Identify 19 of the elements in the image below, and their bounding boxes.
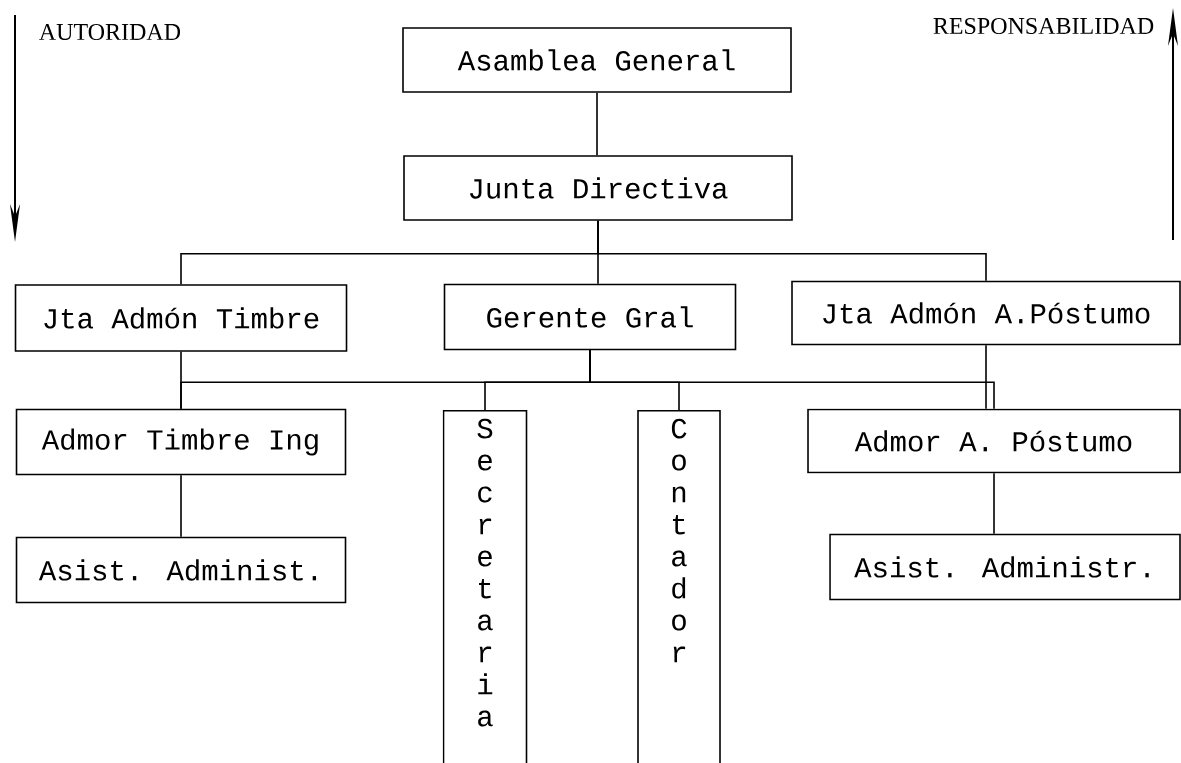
direction-label: AUTORIDAD <box>39 23 181 41</box>
org-box: Admor Timbre Ing <box>15 408 347 476</box>
org-box: Junta Directiva <box>403 155 793 221</box>
vertical-box: Secretaria <box>442 410 528 763</box>
connector-line <box>596 92 598 156</box>
direction-label: RESPONSABILIDAD <box>933 17 1154 35</box>
connector-line <box>180 474 182 538</box>
connector-line <box>993 472 995 535</box>
connector-line <box>589 349 995 410</box>
connector-line <box>597 220 987 282</box>
org-box: Admor A. Póstumo <box>807 408 1181 474</box>
org-box: Asist. Administ. <box>15 536 347 604</box>
vertical-box: Contador <box>637 410 721 763</box>
connector-line <box>985 344 987 410</box>
org-box: Jta Admón A.Póstumo <box>791 280 1181 346</box>
org-box: Jta Admón Timbre <box>14 284 348 352</box>
org-box: Asist. Administr. <box>829 533 1181 601</box>
org-box: Gerente Gral <box>443 283 737 351</box>
org-box: Asamblea General <box>402 27 792 93</box>
